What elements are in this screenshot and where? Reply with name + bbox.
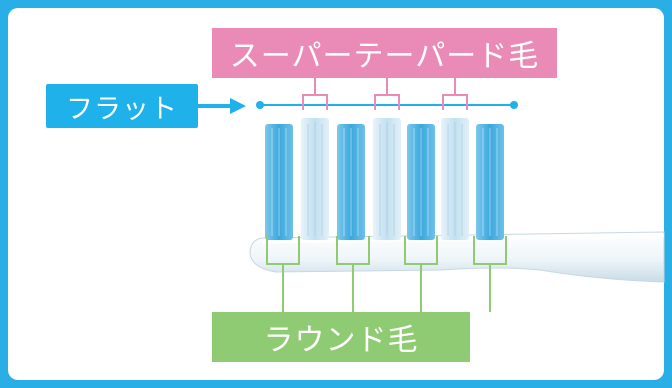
- flat-label: フラット: [46, 84, 198, 128]
- round-bristle-label: ラウンド毛: [212, 312, 470, 362]
- flat-arrow-head: [230, 98, 246, 114]
- bristle-tufts: [265, 118, 504, 240]
- round-bristle-tuft: [337, 124, 365, 240]
- flat-line: [256, 101, 518, 109]
- super-tapered-brackets: [302, 78, 468, 110]
- flat-line-end-dot: [510, 101, 518, 109]
- super-tapered-label: スーパーテーパード毛: [212, 28, 557, 78]
- round-bristle-tuft: [476, 124, 504, 240]
- flat-line-start-dot: [256, 101, 264, 109]
- round-bristle-brackets: [266, 236, 507, 312]
- round-bristle-tuft: [265, 124, 293, 240]
- round-bristle-tuft: [407, 124, 435, 240]
